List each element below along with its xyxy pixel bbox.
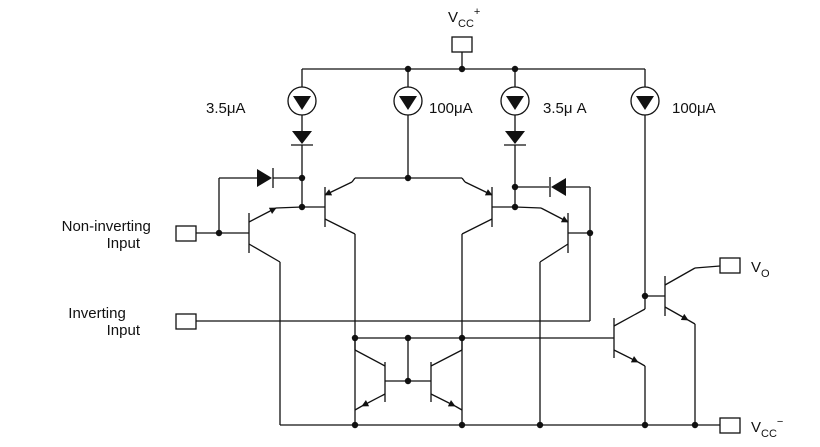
current-source-4: 100μA [630, 69, 716, 296]
vo-terminal [719, 257, 741, 274]
current-source-2-label: 100μA [429, 100, 473, 117]
inverting-input-label: Inverting Input [68, 305, 141, 339]
output-transistor [645, 265, 721, 425]
vo-label: VO [751, 259, 770, 280]
diode-left-vertical [291, 131, 313, 211]
current-mirror [354, 334, 463, 411]
diode-right-vertical [504, 131, 526, 211]
transistor-q2 [302, 177, 359, 425]
inverting-input-terminal [175, 313, 197, 330]
vcc-minus-rail [280, 421, 720, 429]
diode-left-horizontal [218, 168, 302, 233]
non-inverting-input-wire [196, 229, 249, 237]
transistor-q4 [514, 206, 590, 425]
vcc-plus-label: VCC+ [448, 6, 480, 30]
vcc-plus-rail [302, 52, 645, 73]
current-source-3: 3.5μ A [500, 69, 587, 131]
current-source-3-label: 3.5μ A [543, 100, 587, 117]
diode-right-horizontal [515, 177, 594, 321]
current-source-4-label: 100μA [672, 100, 716, 117]
gain-stage-transistor [462, 292, 649, 425]
non-inverting-input-label: Non-inverting Input [62, 218, 155, 252]
transistor-q1 [248, 206, 303, 425]
vcc-minus-terminal [719, 417, 741, 434]
transistor-q3 [458, 177, 515, 425]
tail-current-node [355, 174, 462, 182]
current-source-1: 3.5μA [206, 69, 317, 131]
current-source-1-label: 3.5μA [206, 100, 246, 117]
non-inverting-input-terminal [175, 225, 197, 242]
current-source-2: 100μA [393, 69, 473, 178]
vcc-plus-terminal [451, 36, 473, 53]
vcc-minus-label: VCC− [751, 416, 783, 440]
